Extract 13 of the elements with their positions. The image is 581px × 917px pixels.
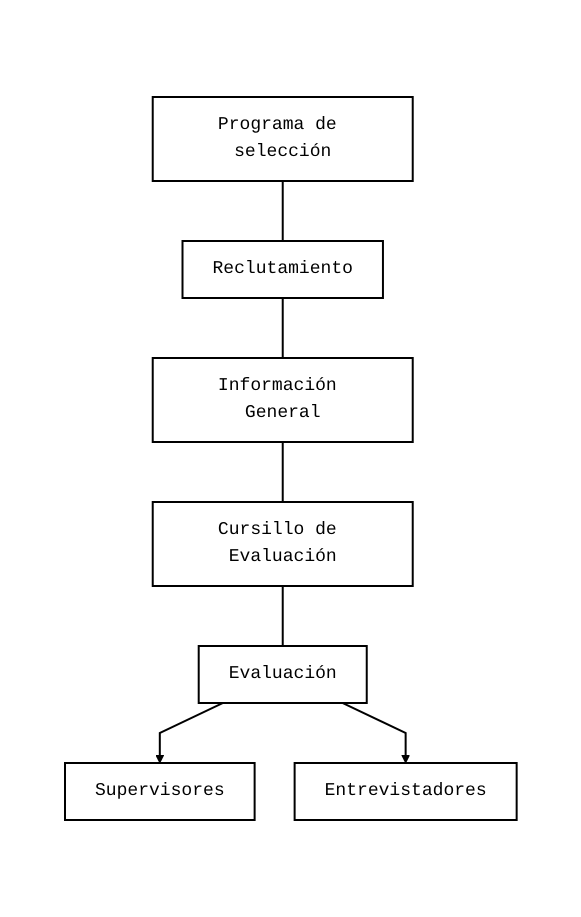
node-box: Información General <box>151 357 414 443</box>
connector <box>281 442 284 502</box>
node-box: Cursillo de Evaluación <box>151 501 414 587</box>
node-box: Entrevistadores <box>293 762 518 821</box>
connector <box>281 586 284 646</box>
arrow <box>342 702 410 764</box>
connector <box>281 298 284 358</box>
arrow <box>155 702 223 764</box>
connector <box>281 181 284 241</box>
node-box: Evaluación <box>197 645 368 704</box>
node-box: Reclutamiento <box>181 240 384 299</box>
node-box: Programa de selección <box>151 96 414 182</box>
node-box: Supervisores <box>64 762 256 821</box>
